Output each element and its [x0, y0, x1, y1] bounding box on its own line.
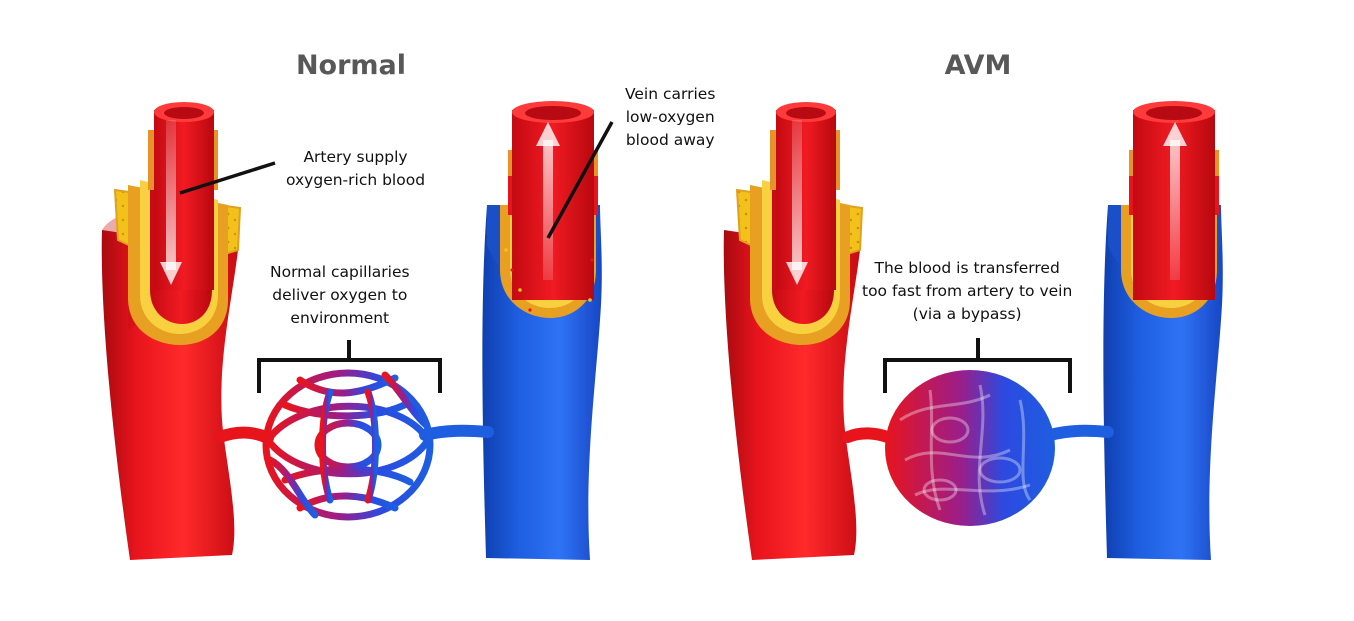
vein-label-line-2: low-oxygen	[625, 108, 715, 126]
bypass-label: The blood is transferred too fast from a…	[862, 257, 1072, 326]
artery-label-line-1: Artery supply	[303, 148, 408, 166]
normal-capillary-bracket	[257, 340, 442, 393]
avm-artery	[723, 102, 864, 560]
avm-panel	[723, 101, 1223, 560]
normal-capillary-bed	[214, 369, 494, 521]
bypass-label-line-1: The blood is transferred	[874, 259, 1060, 277]
artery-leader-line	[179, 161, 276, 195]
capillary-label: Normal capillaries deliver oxygen to env…	[270, 261, 410, 330]
normal-panel	[101, 101, 614, 560]
normal-artery	[101, 102, 242, 560]
normal-vein	[482, 101, 602, 560]
arrow-down-icon	[160, 120, 182, 285]
arrow-down-icon	[786, 120, 808, 285]
avm-title: AVM	[944, 50, 1012, 81]
vein-label-line-1: Vein carries	[625, 85, 716, 103]
capillary-label-line-1: Normal capillaries	[270, 263, 410, 281]
bypass-label-line-3: (via a bypass)	[912, 305, 1022, 323]
normal-title: Normal	[295, 50, 407, 81]
arrow-up-icon	[536, 122, 560, 280]
artery-label: Artery supply oxygen-rich blood	[286, 146, 425, 192]
artery-label-line-2: oxygen-rich blood	[286, 171, 426, 189]
avm-nidus-bracket	[883, 338, 1072, 393]
vein-label-line-3: blood away	[625, 131, 715, 149]
avm-nidus	[842, 370, 1114, 526]
avm-vein	[1103, 101, 1223, 560]
vein-leader-line	[546, 121, 614, 239]
capillary-label-line-3: environment	[290, 309, 390, 327]
vein-label: Vein carries low-oxygen blood away	[625, 83, 715, 152]
arrow-up-icon	[1163, 122, 1187, 280]
capillary-label-line-2: deliver oxygen to	[272, 286, 408, 304]
bypass-label-line-2: too fast from artery to vein	[862, 282, 1073, 300]
